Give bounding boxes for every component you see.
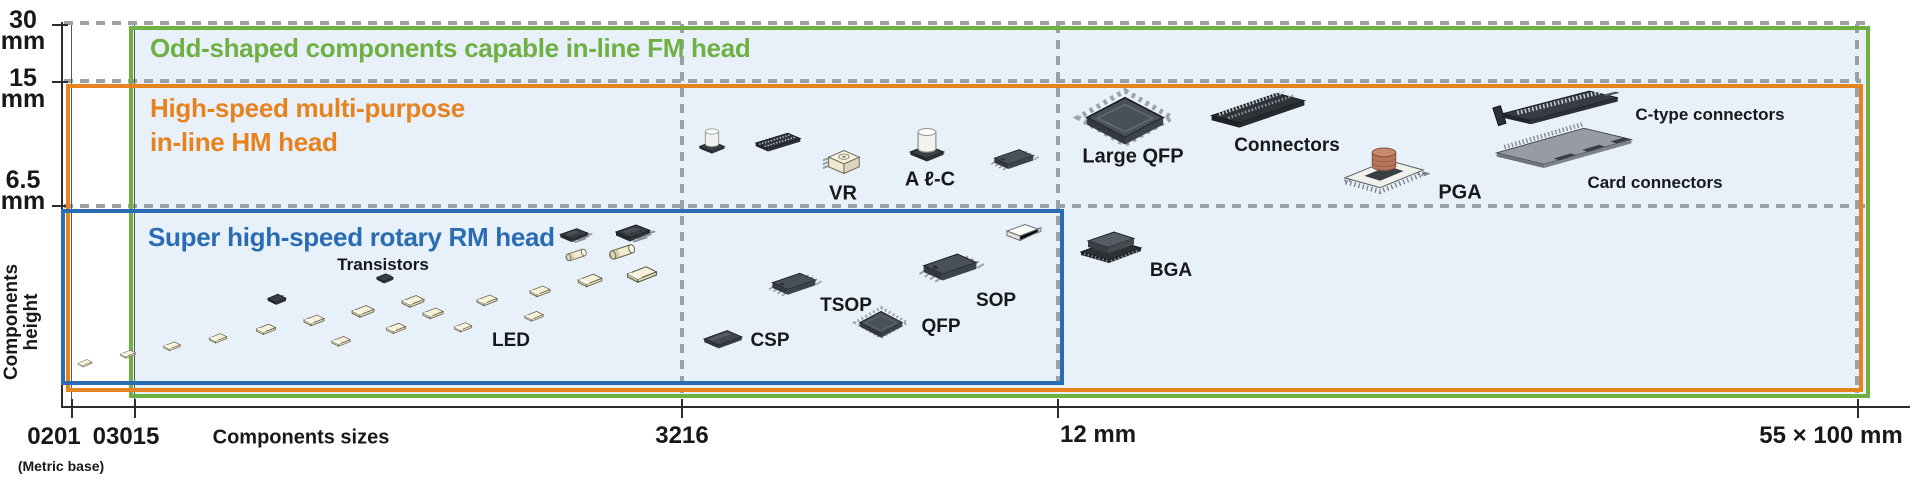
- cap-icon: [697, 124, 727, 154]
- dpak-icon: [1003, 221, 1047, 247]
- component-label: QFP: [921, 316, 961, 337]
- psot-icon: [557, 226, 593, 246]
- x-tickmark-12mm: [1057, 399, 1059, 418]
- y-tickmark-30mm: [52, 24, 68, 26]
- sot-icon: [266, 293, 289, 308]
- chip-icon: [303, 313, 326, 327]
- component-label: A ℓ-C: [904, 168, 956, 191]
- x-tick-label-0201: 0201: [27, 423, 81, 450]
- bga-icon: [1078, 225, 1144, 267]
- y-tick-6-5-unit: mm: [0, 187, 46, 215]
- sot-icon: [375, 272, 396, 286]
- melf-icon: [561, 244, 590, 265]
- hm-head-region: [66, 84, 1863, 392]
- chip-icon: [524, 309, 545, 322]
- y-tick-30-value: 30: [9, 6, 37, 34]
- chip-icon: [401, 293, 426, 309]
- y-tick-6-5mm: 6.5 mm: [0, 166, 46, 215]
- chip-icon: [626, 264, 659, 285]
- chip-icon: [577, 272, 604, 289]
- sopic-icon: [762, 269, 824, 305]
- y-tick-15-value: 15: [9, 64, 37, 92]
- chip-icon: [476, 293, 499, 307]
- x-tick-label-3216: 3216: [655, 422, 709, 449]
- component-label: CSP: [750, 330, 790, 351]
- component-label: SOP: [975, 290, 1017, 311]
- sopic-icon: [985, 146, 1041, 179]
- qfp-icon: [852, 304, 910, 347]
- sip-icon: [753, 131, 803, 154]
- x-tick-label-55x100: 55 × 100 mm: [1759, 422, 1903, 449]
- x-tick-label-12mm: 12 mm: [1060, 421, 1137, 448]
- y-tick-30-unit: mm: [0, 27, 46, 55]
- chip-icon: [351, 303, 376, 319]
- component-label: VR: [829, 182, 857, 205]
- chip-icon: [422, 306, 445, 320]
- component-label: Transistors: [337, 255, 429, 274]
- size-guide-3216: [680, 24, 684, 393]
- component-label: Large QFP: [1082, 145, 1184, 168]
- psot-icon: [612, 222, 656, 246]
- chip-icon: [385, 321, 407, 335]
- component-label: TSOP: [820, 295, 872, 316]
- hm-head-title-line1: High-speed multi-purpose: [150, 93, 465, 123]
- sopic-icon: [911, 249, 987, 293]
- riser-03015: [134, 25, 135, 407]
- vr-icon: [821, 146, 865, 179]
- x-tickmark-55x100: [1857, 399, 1859, 418]
- height-guide-15mm: [64, 79, 1861, 83]
- riser-0201: [71, 25, 72, 407]
- rm-head-title: Super high-speed rotary RM head: [148, 222, 555, 252]
- x-tickmark-03015: [134, 399, 136, 418]
- component-label: Card connectors: [1587, 173, 1723, 192]
- melf-icon: [604, 239, 640, 265]
- height-guide-6-5mm: [64, 204, 1868, 208]
- rm-head-region: [61, 209, 1064, 385]
- hm-head-title-line2: in-line HM head: [150, 127, 338, 158]
- component-label: BGA: [1149, 260, 1193, 281]
- chip-icon: [529, 284, 552, 298]
- component-label: C-type connectors: [1635, 105, 1785, 124]
- x-axis-base-note: (Metric base): [17, 458, 105, 474]
- y-tickmark-6-5mm: [52, 205, 68, 207]
- chip-icon: [77, 358, 93, 368]
- chip-icon: [119, 349, 137, 360]
- qfp-icon: [1073, 84, 1177, 160]
- x-tick-label-03015: 03015: [92, 423, 160, 450]
- chip-icon: [208, 332, 228, 345]
- chip-icon: [255, 322, 277, 336]
- component-label: Connectors: [1234, 135, 1340, 156]
- conn-icon: [1206, 88, 1310, 133]
- component-label: LED: [492, 330, 530, 351]
- fm-head-title: Odd-shaped components capable in-line FM…: [150, 33, 751, 63]
- x-tickmark-3216: [681, 399, 683, 418]
- y-tick-15-unit: mm: [0, 85, 46, 113]
- height-guide-30mm: [64, 21, 1868, 25]
- y-tick-6-5-value: 6.5: [5, 166, 41, 194]
- x-tickmark-0201: [71, 399, 73, 418]
- y-tick-15mm: 15 mm: [0, 64, 46, 113]
- y-tick-30mm: 30 mm: [0, 6, 46, 55]
- size-guide-12mm: [1056, 24, 1060, 388]
- csp-icon: [700, 326, 746, 351]
- ctype-icon: [1489, 85, 1631, 134]
- pga-icon: [1337, 141, 1431, 202]
- chip-icon: [162, 340, 182, 352]
- cap-icon: [907, 122, 947, 162]
- chip-icon: [331, 334, 352, 347]
- size-guide-55x100: [1855, 24, 1859, 393]
- y-tickmark-15mm: [52, 81, 68, 83]
- chip-icon: [453, 321, 473, 334]
- x-axis-line: [61, 406, 1910, 408]
- component-label: PGA: [1438, 181, 1482, 204]
- x-axis-title: Components sizes: [212, 426, 390, 449]
- hm-head-title: High-speed multi-purpose in-line HM head: [150, 91, 465, 160]
- card-icon: [1491, 122, 1639, 177]
